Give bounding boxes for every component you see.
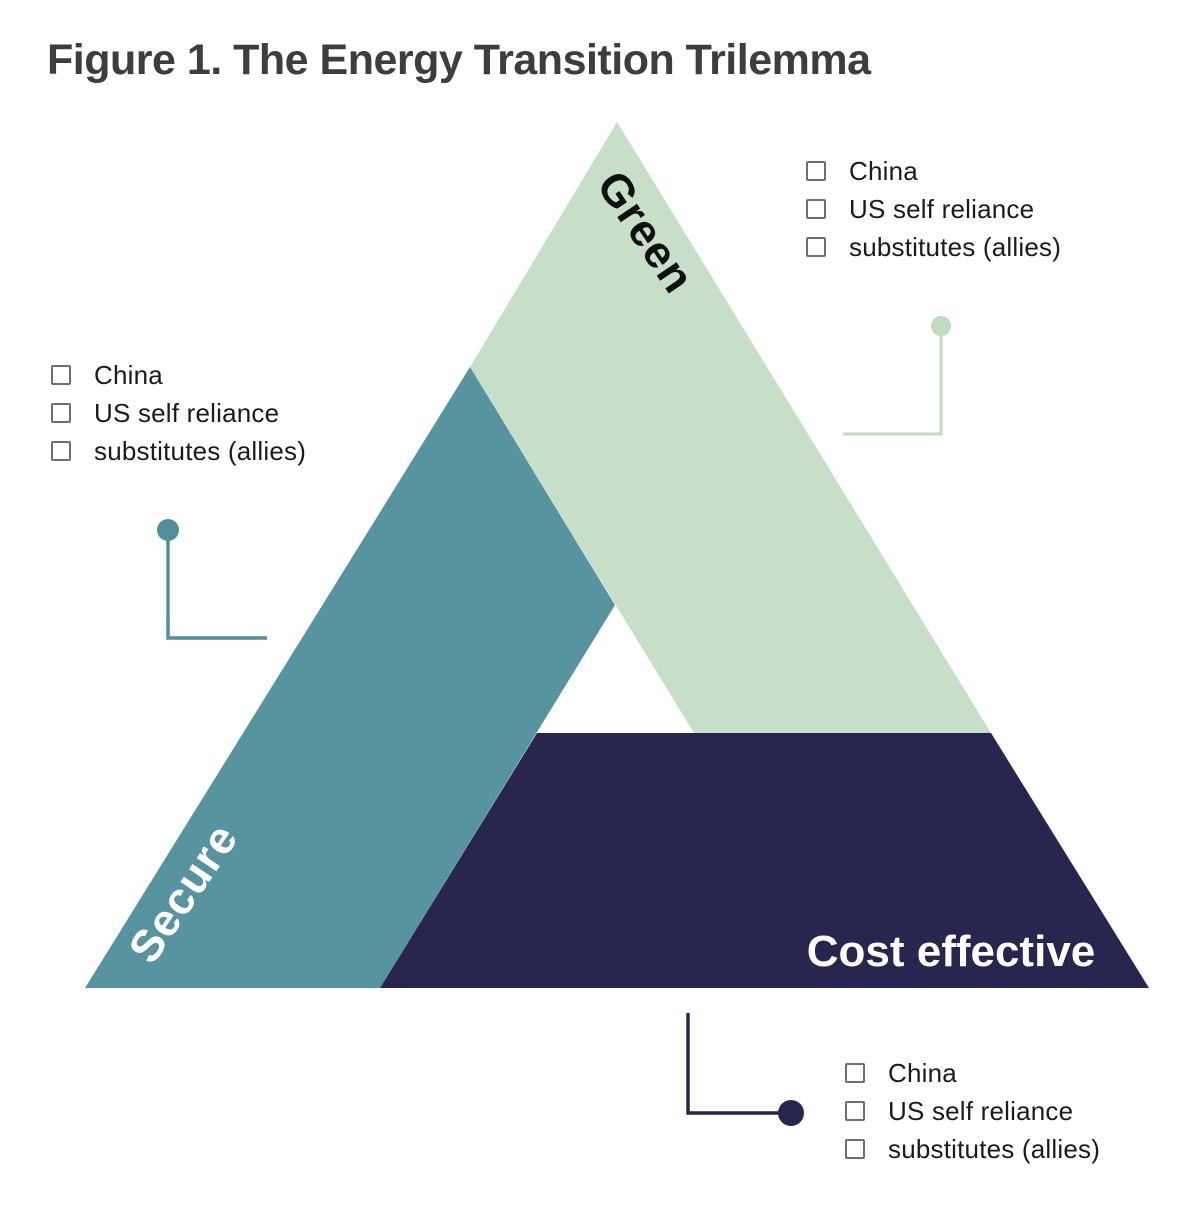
checklist-item: US self reliance bbox=[51, 394, 306, 432]
cost-band-label: Cost effective bbox=[807, 927, 1096, 976]
cost-band bbox=[380, 733, 1149, 988]
cost-connector-dot bbox=[778, 1100, 804, 1126]
checklist-item-label: US self reliance bbox=[94, 397, 280, 428]
green-checklist: China US self reliance substitutes (alli… bbox=[806, 152, 1061, 266]
checklist-item: China bbox=[845, 1054, 1100, 1092]
checkbox-unchecked[interactable] bbox=[806, 237, 826, 257]
checkbox-unchecked[interactable] bbox=[806, 161, 826, 181]
cost-checklist: China US self reliance substitutes (alli… bbox=[845, 1054, 1100, 1168]
checklist-item: substitutes (allies) bbox=[845, 1130, 1100, 1168]
checklist-item-label: US self reliance bbox=[888, 1095, 1074, 1126]
checklist-item-label: China bbox=[849, 155, 918, 186]
checkbox-unchecked[interactable] bbox=[845, 1101, 865, 1121]
checkbox-unchecked[interactable] bbox=[51, 441, 71, 461]
checklist-item-label: US self reliance bbox=[849, 193, 1035, 224]
checklist-item: substitutes (allies) bbox=[806, 228, 1061, 266]
checklist-item: substitutes (allies) bbox=[51, 432, 306, 470]
checklist-item-label: substitutes (allies) bbox=[94, 435, 307, 466]
checklist-item: US self reliance bbox=[806, 190, 1061, 228]
figure-title: Figure 1. The Energy Transition Trilemma bbox=[47, 36, 871, 84]
checkbox-unchecked[interactable] bbox=[845, 1063, 865, 1083]
checkbox-unchecked[interactable] bbox=[51, 365, 71, 385]
cost-connector-line bbox=[686, 1013, 780, 1115]
secure-connector-line bbox=[166, 537, 267, 640]
checklist-item: China bbox=[806, 152, 1061, 190]
secure-band bbox=[85, 367, 615, 988]
checkbox-unchecked[interactable] bbox=[845, 1139, 865, 1159]
checklist-item-label: China bbox=[94, 359, 163, 390]
green-connector-dot bbox=[931, 316, 951, 336]
checklist-item-label: substitutes (allies) bbox=[849, 231, 1062, 262]
checklist-item: China bbox=[51, 356, 306, 394]
green-band bbox=[470, 122, 991, 733]
checkbox-unchecked[interactable] bbox=[51, 403, 71, 423]
checkbox-unchecked[interactable] bbox=[806, 199, 826, 219]
checklist-item-label: substitutes (allies) bbox=[888, 1133, 1101, 1164]
checklist-item: US self reliance bbox=[845, 1092, 1100, 1130]
checklist-item-label: China bbox=[888, 1057, 957, 1088]
secure-checklist: China US self reliance substitutes (alli… bbox=[51, 356, 306, 470]
secure-connector-dot bbox=[157, 519, 179, 541]
green-connector-line bbox=[843, 332, 943, 436]
